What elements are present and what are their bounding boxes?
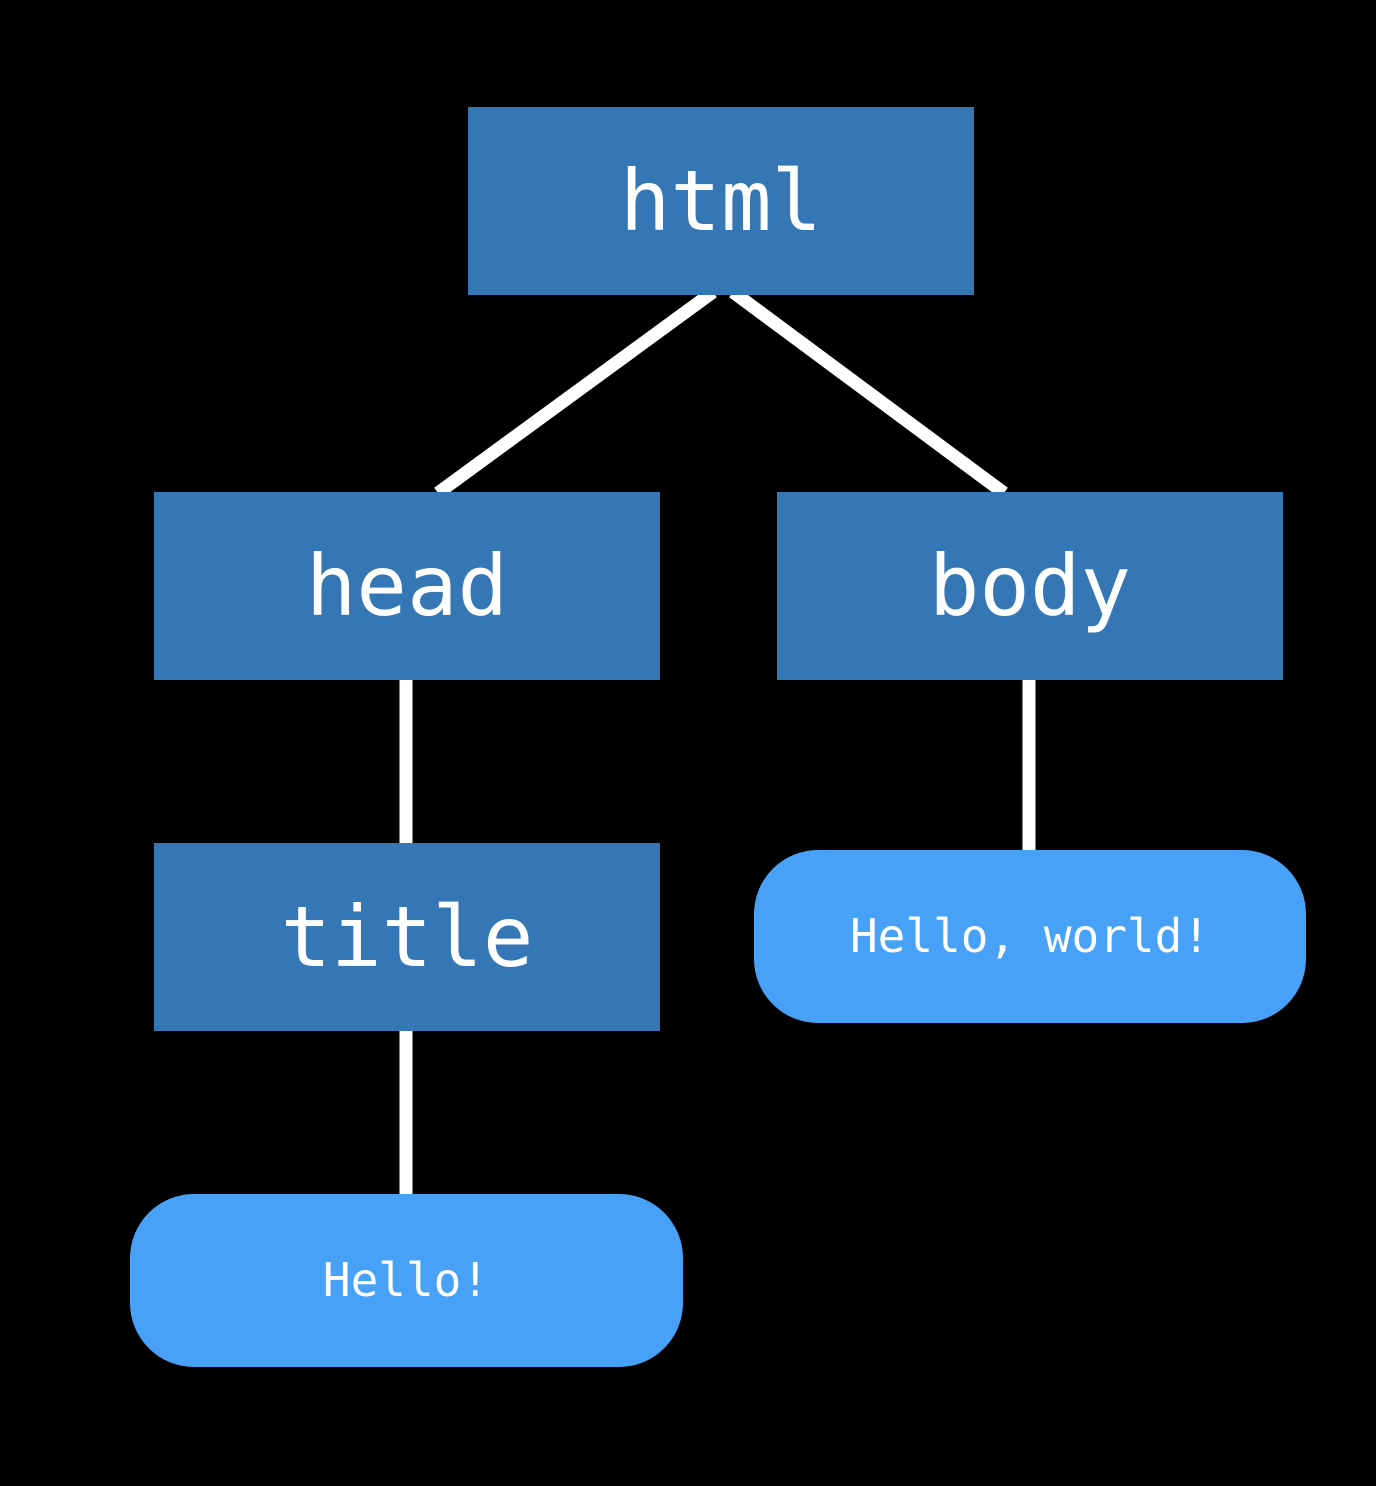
node-body-text-label: Hello, world! xyxy=(850,909,1210,963)
node-title-text: Hello! xyxy=(130,1194,683,1367)
node-head-box xyxy=(154,492,660,680)
node-title-text-box xyxy=(130,1194,683,1367)
node-html: html xyxy=(468,107,974,295)
node-head: head xyxy=(154,492,660,680)
node-body-text: Hello, world! xyxy=(754,850,1306,1023)
node-html-label: html xyxy=(620,152,822,250)
node-html-box xyxy=(468,107,974,295)
node-head-label: head xyxy=(306,537,508,635)
node-title-label: title xyxy=(281,888,534,986)
node-title-text-label: Hello! xyxy=(323,1253,489,1307)
edges xyxy=(399,286,1036,1196)
node-body-box xyxy=(777,492,1283,680)
edge-html-body xyxy=(729,286,1008,499)
node-body-text-box xyxy=(754,850,1306,1023)
edge-html-head xyxy=(434,286,717,499)
node-title: title xyxy=(154,843,660,1031)
node-body: body xyxy=(777,492,1283,680)
node-body-label: body xyxy=(929,537,1131,635)
node-title-box xyxy=(154,843,660,1031)
